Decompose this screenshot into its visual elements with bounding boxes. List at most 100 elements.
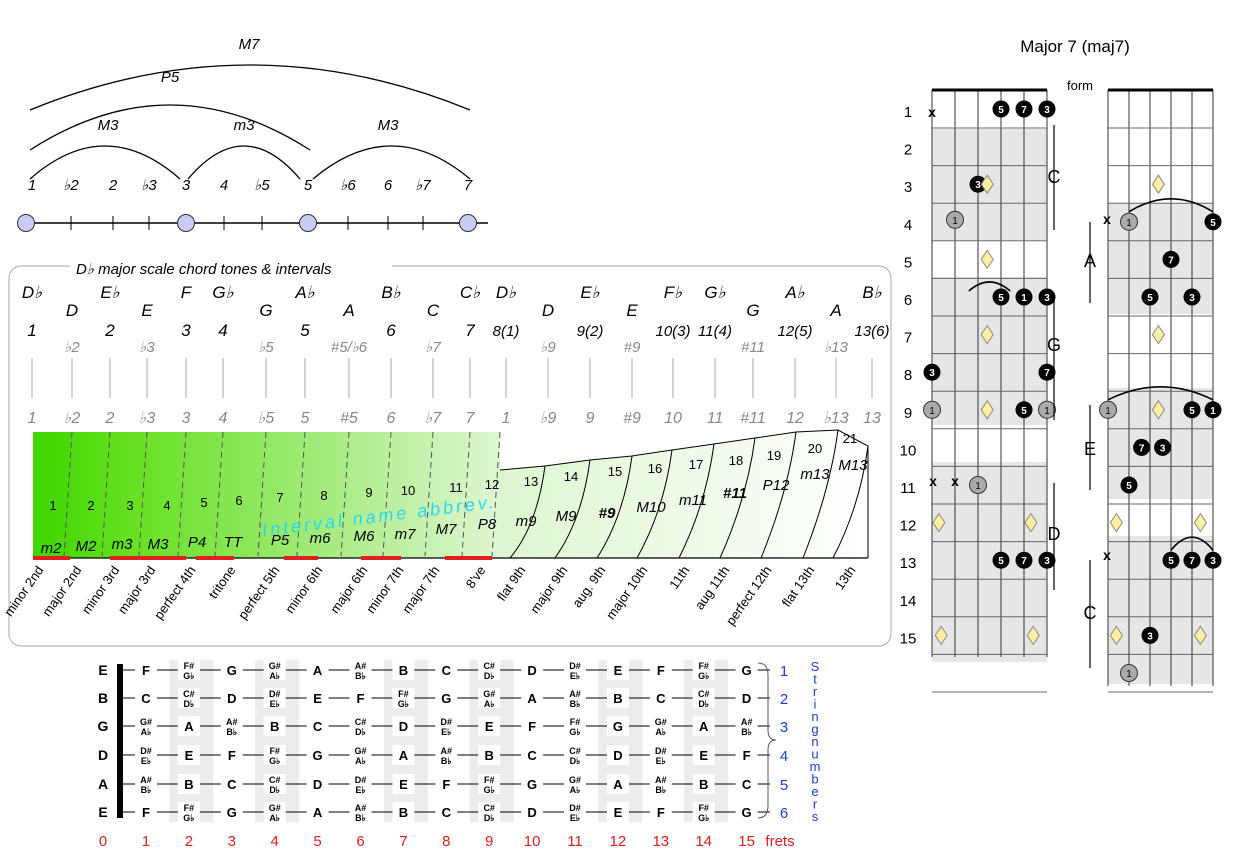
open-string: B	[98, 690, 108, 706]
tone-dot	[1183, 288, 1201, 306]
interval-abbrev: M2	[76, 538, 97, 555]
interval-divider	[296, 431, 306, 557]
interval-number: 10	[401, 483, 415, 498]
fret-note-flat: G♭	[269, 756, 280, 766]
note-bg	[177, 774, 200, 794]
fret-band	[255, 660, 300, 822]
grey-degree: #11	[740, 410, 766, 427]
note-name: F	[181, 283, 193, 302]
note-bg	[306, 716, 329, 736]
degree-label: ♭3	[139, 339, 155, 356]
dot-label: 3	[1160, 443, 1166, 454]
note-bg	[135, 716, 157, 736]
marker-diamond	[980, 249, 994, 270]
note-bg	[606, 802, 629, 822]
grey-degree: 12	[786, 410, 804, 427]
scale-degree: 7	[464, 177, 473, 194]
degree-label: ♭9	[540, 339, 556, 356]
frets-label: frets	[765, 833, 794, 850]
interval-number: 16	[648, 461, 662, 476]
fret-note-sharp: C#	[269, 775, 281, 785]
fret-note-flat: A♭	[655, 727, 666, 737]
note-bg	[735, 716, 758, 736]
note-bg	[263, 774, 286, 794]
fret-note-flat: A♭	[355, 756, 366, 766]
degree-label: 12(5)	[777, 323, 812, 340]
interval-number: 3	[126, 498, 133, 513]
fret-number: 6	[356, 833, 364, 850]
scale-degree: ♭6	[340, 177, 356, 194]
tone-dot	[992, 100, 1010, 118]
fret-number: 0	[99, 833, 107, 850]
root-dot	[923, 400, 941, 419]
fret-note-flat: B♭	[570, 699, 581, 709]
interval-abbrev: M10	[636, 499, 666, 516]
chart-fret-label: 13	[900, 555, 917, 572]
fret-note: D	[527, 663, 536, 678]
root-dot	[1120, 664, 1138, 682]
note-bg	[392, 660, 415, 680]
note-bg	[521, 716, 544, 736]
note-name: C♭	[460, 283, 481, 302]
string-number: 3	[780, 719, 788, 736]
note-bg	[606, 716, 629, 736]
note-bg	[135, 688, 157, 708]
interval-abbrev: #11	[723, 485, 747, 502]
note-bg	[735, 774, 758, 794]
note-bg	[220, 688, 243, 708]
string-label-char: n	[811, 734, 818, 749]
grey-degree: ♭9	[540, 410, 557, 427]
degree-label: 6	[386, 321, 396, 340]
fret-note-flat: G♭	[698, 813, 709, 823]
fret-note: A	[527, 691, 537, 706]
fret-note-sharp: A#	[441, 746, 453, 756]
interval-divider	[257, 431, 267, 557]
interval-abbrev: P4	[188, 534, 206, 551]
dot-label: 1	[1210, 406, 1216, 417]
fret-note: D	[527, 805, 536, 820]
marker-diamond	[1151, 174, 1166, 195]
interval-divider	[138, 431, 148, 557]
degree-label: #9	[624, 339, 641, 356]
grey-degree: #5	[340, 410, 358, 427]
fret-note: C	[141, 691, 151, 706]
fret-note-flat: B♭	[226, 727, 237, 737]
fret-note: F	[442, 777, 450, 792]
note-name: A	[342, 301, 354, 320]
tone-dot	[1120, 476, 1138, 494]
fret-note-sharp: D#	[355, 775, 367, 785]
interval-divider	[63, 431, 73, 557]
fret-note: B	[399, 663, 408, 678]
fret-note: B	[399, 805, 408, 820]
fret-number: 15	[738, 833, 755, 850]
note-bg	[435, 716, 458, 736]
note-bg	[521, 688, 544, 708]
interval-number: 4	[163, 498, 170, 513]
interval-number: 8	[320, 488, 327, 503]
note-bg	[392, 688, 415, 708]
interval-abbrev: m13	[800, 466, 830, 483]
note-bg	[478, 745, 501, 765]
fret-note: F	[142, 805, 150, 820]
fret-note-sharp: G#	[269, 661, 281, 671]
fret-note: G	[313, 748, 323, 763]
interval-curve	[554, 459, 591, 559]
fret-note-sharp: C#	[569, 746, 581, 756]
dot-label: 3	[929, 368, 935, 379]
interval-number: 21	[843, 431, 857, 446]
note-bg	[220, 802, 243, 822]
interval-number: 1	[49, 498, 56, 513]
fret-note-flat: D♭	[698, 699, 709, 709]
dot-label: 7	[1168, 255, 1174, 266]
dot-label: 5	[1126, 481, 1132, 492]
note-bg	[478, 660, 501, 680]
dot-label: 3	[1044, 105, 1050, 116]
scale-degree: 3	[182, 177, 191, 194]
grey-degree: 3	[182, 410, 191, 427]
arc-label: M3	[98, 117, 119, 134]
chart-fret-label: 4	[904, 217, 912, 234]
grey-degree: 6	[387, 410, 396, 427]
tone-dot	[969, 175, 987, 193]
fret-note-flat: D♭	[269, 785, 280, 795]
fret-note: F	[528, 719, 536, 734]
